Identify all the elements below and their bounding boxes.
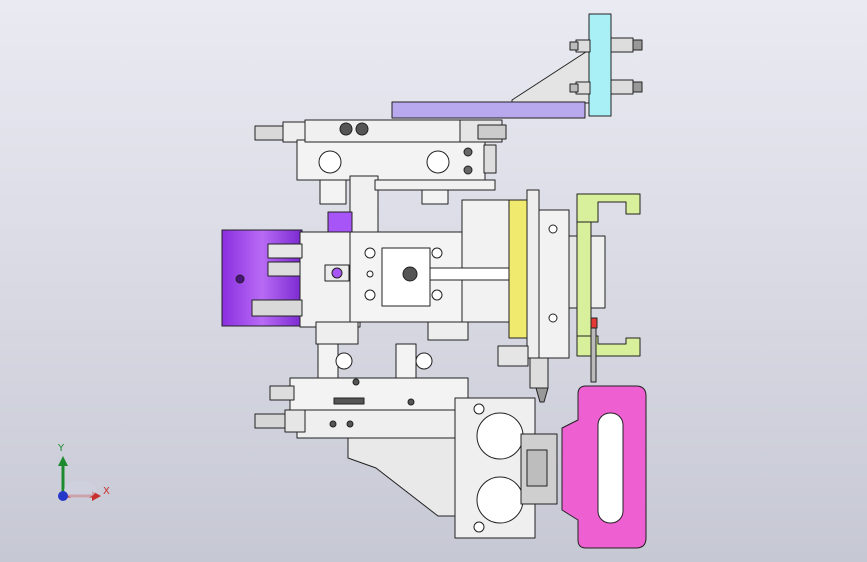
side-plate [391, 101, 586, 119]
bottom-bracket [347, 397, 558, 539]
lower-cylinder [254, 343, 470, 439]
z-axis-dot [58, 491, 68, 501]
axis-triad [58, 456, 101, 501]
x-axis-label: X [103, 486, 110, 497]
upper-cylinder [254, 119, 507, 237]
main-body [251, 199, 528, 345]
gripper-jaws [497, 189, 641, 403]
handle [561, 385, 647, 549]
mounting-bracket [511, 13, 643, 117]
y-axis-label: Y [58, 443, 65, 454]
